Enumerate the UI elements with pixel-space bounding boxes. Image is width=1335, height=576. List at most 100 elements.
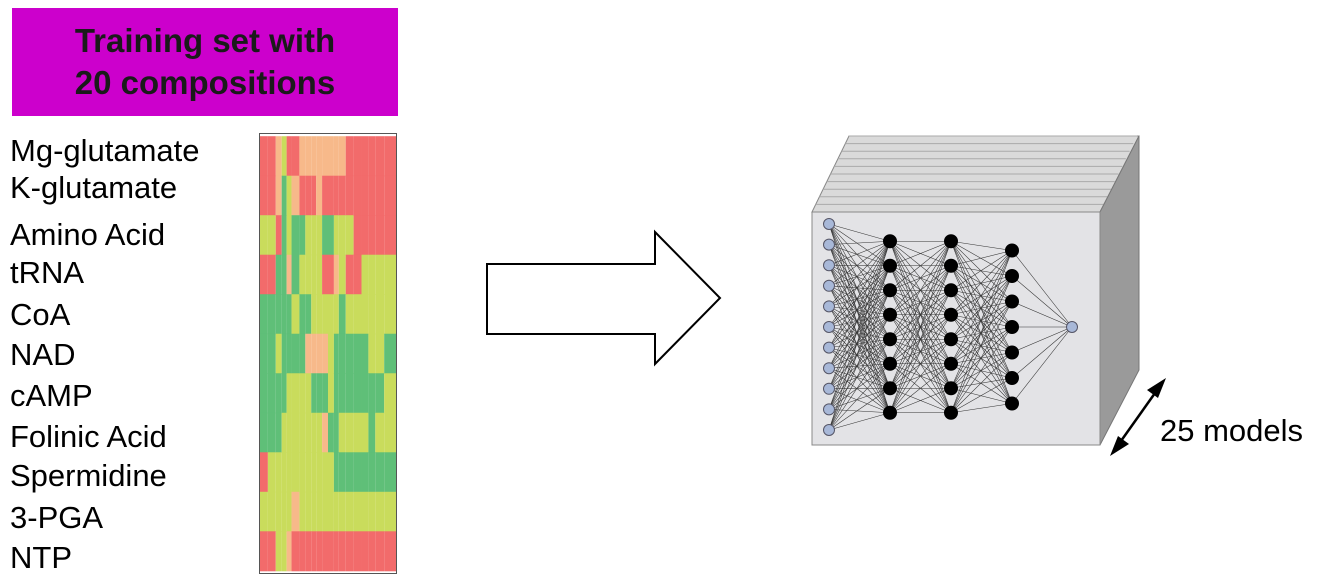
heatmap-cell	[260, 333, 268, 374]
heatmap-cell	[338, 452, 346, 493]
network-edge	[950, 339, 1013, 404]
heatmap-cell	[299, 136, 306, 177]
heatmap-cell	[353, 254, 362, 295]
network-edge	[828, 339, 891, 431]
network-nodes	[823, 218, 1078, 436]
heatmap-cell	[338, 531, 346, 572]
input-node	[823, 279, 835, 292]
hidden-node	[944, 332, 958, 347]
heatmap-cell	[299, 491, 306, 532]
heatmap-cell	[361, 373, 369, 414]
heatmap-cell	[291, 294, 300, 335]
heatmap-cell	[322, 254, 328, 295]
network-edge	[828, 241, 891, 369]
component-label: CoA	[10, 297, 71, 332]
heatmap-cell	[384, 254, 396, 295]
heatmap-cell	[267, 136, 276, 177]
input-node	[823, 382, 835, 395]
network-edge	[889, 241, 952, 364]
network-edge	[889, 290, 952, 413]
heatmap-cell	[305, 254, 312, 295]
hidden-node	[944, 258, 958, 273]
network-edge	[889, 241, 952, 413]
network-edge	[950, 352, 1013, 365]
network-edge	[950, 275, 1013, 291]
heatmap-cell	[322, 333, 328, 374]
models-count-label: 25 models	[1160, 413, 1304, 448]
heatmap-cell	[384, 373, 396, 414]
heatmap-cell	[305, 294, 312, 335]
heatmap-cell	[368, 491, 376, 532]
heatmap-cell	[275, 136, 282, 177]
heatmap-cell	[299, 412, 306, 453]
heatmap-cell	[305, 215, 312, 256]
network-edges	[828, 223, 1073, 431]
heatmap-cell	[267, 491, 276, 532]
heatmap-cell	[384, 136, 396, 177]
input-node	[823, 321, 835, 333]
network-edge	[828, 326, 891, 364]
input-node	[823, 403, 835, 416]
network-edge	[950, 301, 1013, 413]
heatmap-cell	[345, 452, 354, 493]
heatmap-cell	[281, 333, 287, 374]
heatmap-cell	[316, 333, 323, 374]
hidden-node	[1005, 320, 1019, 334]
hidden-node	[883, 332, 897, 347]
hidden-node	[883, 307, 897, 322]
network-edge	[828, 290, 891, 410]
heatmap-cell	[345, 412, 354, 453]
component-label: tRNA	[10, 255, 85, 290]
heatmap-cell	[333, 491, 339, 532]
heatmap-cell	[299, 215, 306, 256]
network-edge	[950, 265, 1013, 302]
heatmap-cell	[368, 215, 376, 256]
heatmap-cell	[322, 136, 328, 177]
heatmap-cell	[353, 175, 362, 216]
network-edge	[1011, 326, 1073, 379]
network-edge	[828, 290, 891, 348]
heatmap-cell	[260, 373, 268, 414]
network-edge	[828, 347, 891, 413]
output-node	[1066, 321, 1078, 333]
heatmap-cell	[316, 491, 323, 532]
network-edge	[828, 240, 891, 245]
heatmap-cell	[267, 254, 276, 295]
heatmap-cell	[311, 491, 317, 532]
heatmap-cell	[384, 175, 396, 216]
component-label: Spermidine	[10, 458, 167, 493]
heatmap-cell	[311, 175, 317, 216]
component-label: Mg-glutamate	[10, 133, 200, 168]
heatmap-cell	[311, 333, 317, 374]
heatmap-cell	[375, 452, 385, 493]
network-edge	[828, 314, 891, 328]
network-edge	[828, 338, 891, 348]
heatmap-cell	[281, 136, 287, 177]
heatmap-cell	[281, 452, 287, 493]
heatmap-cell	[328, 333, 334, 374]
heatmap-cell	[322, 412, 328, 453]
heatmap-cell	[286, 452, 292, 493]
network-edge	[950, 314, 1013, 379]
heatmap-cell	[375, 254, 385, 295]
training-set-title: Training set with 20 compositions	[12, 8, 398, 116]
heatmap-cell	[328, 175, 334, 216]
heatmap-cell	[368, 373, 376, 414]
heatmap-cell	[338, 215, 346, 256]
heatmap-cell	[375, 215, 385, 256]
hidden-node	[1005, 371, 1019, 385]
network-edge	[950, 314, 1013, 328]
heatmap-cell	[328, 294, 334, 335]
hidden-node	[883, 381, 897, 396]
heatmap-cell	[291, 215, 300, 256]
heatmap-cell	[328, 136, 334, 177]
network-edge	[1011, 250, 1073, 328]
heatmap-cell	[305, 452, 312, 493]
heatmap-cell	[322, 294, 328, 335]
network-edge	[950, 265, 1013, 328]
heatmap-cell	[368, 294, 376, 335]
heatmap-cell	[328, 412, 334, 453]
right-arrow-icon	[486, 229, 722, 367]
input-node	[823, 300, 835, 313]
network-edge	[828, 240, 891, 266]
